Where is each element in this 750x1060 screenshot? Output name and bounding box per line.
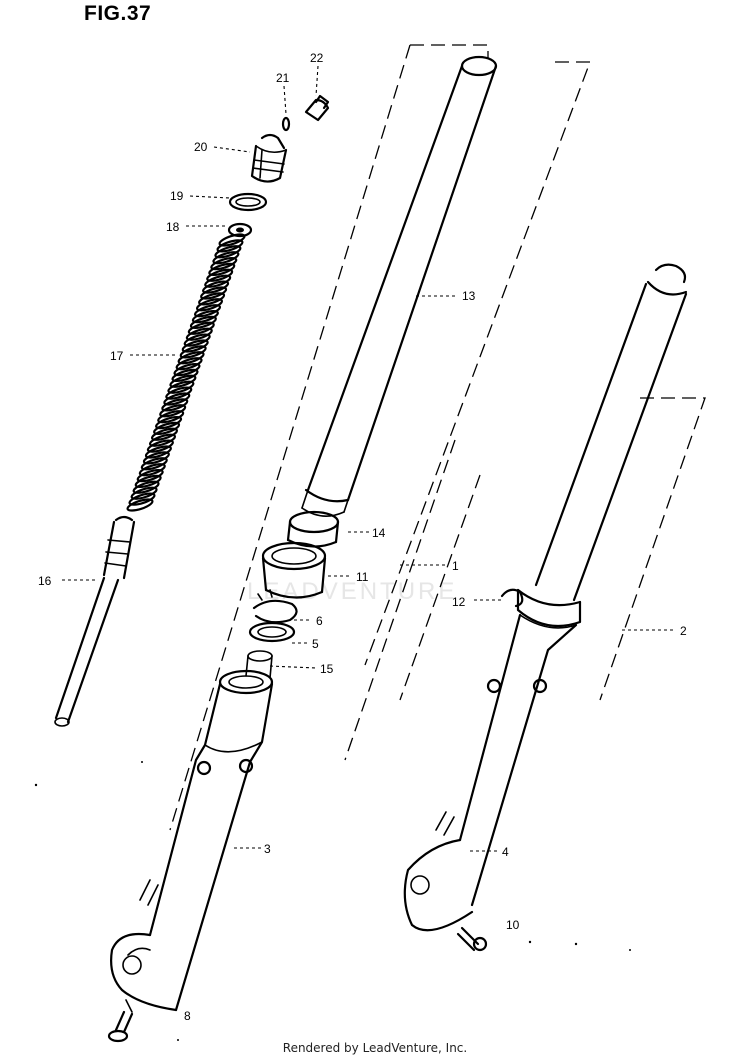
spring-coil [136,468,164,483]
callout-5: 5 [312,637,319,651]
washer [248,621,296,643]
callout-14: 14 [372,526,386,540]
spring-coil [179,345,207,359]
callout-18: 18 [166,220,180,234]
callout-17: 17 [110,349,124,363]
spring-coil [212,251,240,265]
spring-coil [171,368,199,383]
spring-coil [216,239,244,253]
callout-22: 22 [310,51,324,65]
callout-20: 20 [194,140,208,154]
callout-15: 15 [320,662,334,676]
callout-21: 21 [276,71,290,85]
leader-lines [62,65,676,852]
callout-4: 4 [502,845,509,859]
spring-coil [134,474,162,489]
spring-coil [169,374,197,388]
scan-specks [34,761,631,1041]
callout-13: 13 [462,289,476,303]
spring-coil [130,486,158,500]
spring-coil [157,410,185,424]
callout-16: 16 [38,574,52,588]
spring-coil [185,327,213,341]
drain-bolt-left [107,999,134,1043]
spring-coil [183,333,211,347]
spring-coil [148,433,177,447]
spring-coil [204,274,232,288]
callout-10: 10 [506,918,520,932]
small-o-ring [281,116,291,132]
spring-coil [138,463,166,477]
spring-coil [206,268,234,282]
callout-6: 6 [316,614,323,628]
spring-coil [198,292,226,306]
cap-bolt [250,133,288,183]
fork-spring [126,233,246,512]
assembly-bracket-lines [169,44,706,831]
spring-coil [165,386,193,400]
spring-coil [187,321,215,335]
spring-coil [153,421,181,436]
spring-coil [173,362,201,377]
callout-labels: 13 14 11 1 6 5 15 12 2 3 4 8 10 17 16 18… [38,51,687,1023]
spring-coil [167,380,195,394]
spring-coil [128,492,156,506]
spring-coil [140,457,168,471]
air-valve [304,94,330,122]
outer-tube-left [110,669,274,1012]
spring-coil [142,451,170,465]
spring-coil [214,245,242,259]
spring-coil [163,392,191,406]
spring-coil [200,286,228,300]
callout-19: 19 [170,189,184,203]
dust-seal [261,541,327,599]
callout-2: 2 [680,624,687,638]
spring-coil [193,304,222,318]
spring-coil [155,415,183,430]
spring-seat [227,222,253,238]
o-ring [228,192,268,212]
spring-coil [195,298,224,312]
oil-seal [286,510,340,548]
spring-coil [210,256,238,271]
spring-coil [208,262,236,277]
callout-12: 12 [452,595,466,609]
footer-credit: Rendered by LeadVenture, Inc. [282,1041,468,1055]
spring-coil [159,404,187,418]
spring-coil [189,315,217,330]
callout-3: 3 [264,842,271,856]
drain-bolt-right [456,926,488,952]
callout-1: 1 [452,559,459,573]
spring-coil [177,351,205,365]
spring-coil [150,427,179,441]
spring-coil [181,339,209,353]
spring-coil [202,280,230,294]
figure-title: FIG.37 [84,2,152,25]
spring-coil [175,357,203,371]
spacer [245,650,273,679]
callout-8: 8 [184,1009,191,1023]
spring-coil [126,498,154,512]
spring-coil [132,480,160,494]
spring-coil [144,445,172,459]
spring-coil [161,398,189,412]
spring-coil [146,439,174,453]
inner-tube [301,55,498,517]
callout-11: 11 [356,570,369,584]
damper-rod [54,515,136,727]
spring-coil [191,309,219,324]
fork-assembly-right [403,263,688,932]
